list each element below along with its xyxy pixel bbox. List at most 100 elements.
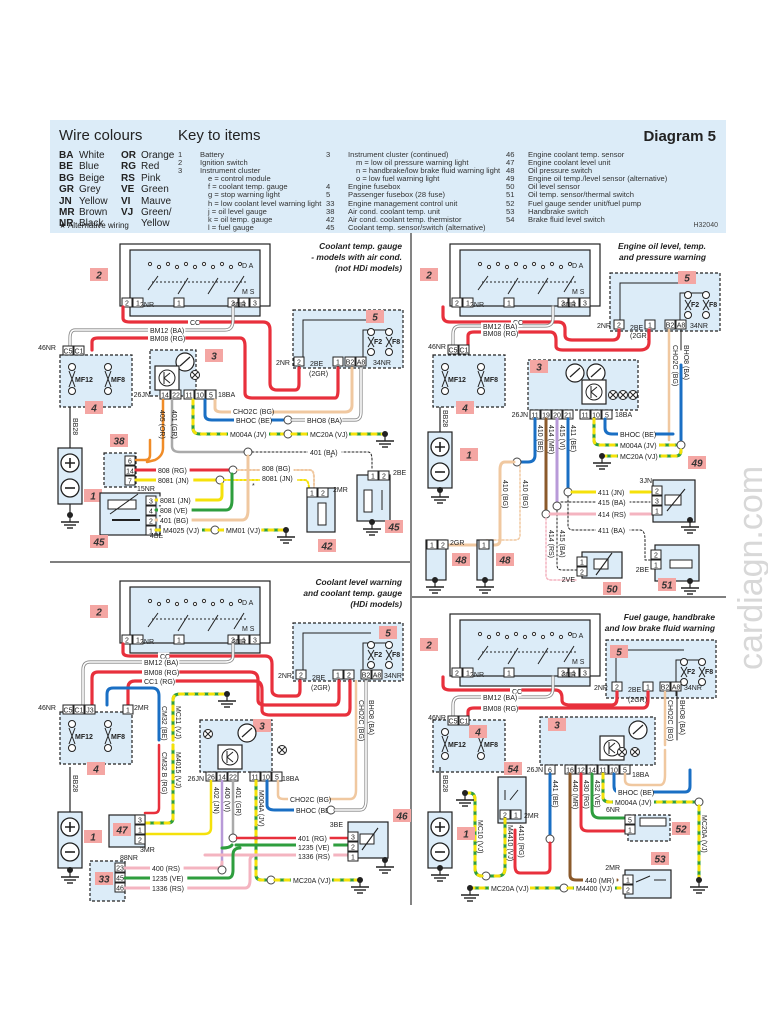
component-tag-background bbox=[85, 401, 103, 414]
key-item-text: Ignition switch bbox=[200, 158, 248, 168]
key-item-text: m = low oil pressure warning light bbox=[356, 158, 469, 168]
wire-junction bbox=[228, 465, 238, 475]
diagram-title: Diagram 5 bbox=[643, 128, 716, 145]
fuse-link-icon bbox=[698, 666, 706, 678]
connector-pin bbox=[73, 345, 85, 356]
connector-label: 2GR bbox=[450, 540, 464, 547]
key-item-number: 50 bbox=[506, 182, 515, 192]
panel-title: Fuel gauge, handbrake bbox=[624, 612, 716, 622]
fuse-icon bbox=[441, 363, 449, 371]
connector-label: 2NR bbox=[276, 360, 290, 367]
fuse-icon bbox=[68, 387, 76, 395]
key-to-items-title: Key to items bbox=[178, 127, 261, 144]
connector-pin-label: 3 bbox=[138, 818, 142, 825]
ignition-pin-label: 2 bbox=[231, 638, 235, 645]
connector-pin-label: A8 bbox=[373, 673, 382, 680]
resistor-icon bbox=[664, 494, 682, 506]
wire-colour-name: White bbox=[79, 150, 105, 161]
connector-pin bbox=[121, 297, 133, 308]
component-tag-background bbox=[460, 448, 478, 461]
wire-label: 411 (BA) bbox=[598, 528, 625, 535]
key-item: j = oil level gauge bbox=[178, 207, 321, 216]
connector-pin bbox=[451, 297, 463, 308]
switch-contact bbox=[549, 261, 555, 267]
connector-pin-label: C1 bbox=[460, 348, 469, 355]
connector-label: 2NR bbox=[470, 672, 484, 679]
switch-contact bbox=[477, 631, 483, 637]
switch-contact bbox=[495, 631, 501, 637]
wire-432VE bbox=[590, 772, 627, 820]
component-tag-background bbox=[393, 809, 411, 822]
connector-label: 2MR bbox=[333, 487, 348, 494]
connector-pin bbox=[194, 389, 206, 400]
connector-pin-label: 1 bbox=[310, 491, 314, 498]
connector-pin bbox=[447, 344, 459, 355]
label-background bbox=[142, 658, 180, 667]
connector-pin bbox=[568, 297, 580, 308]
wire-label-CHO2C: CHO2C (BG) bbox=[233, 409, 274, 416]
component-tag-background bbox=[496, 553, 514, 566]
wire-colour-code: BA bbox=[59, 150, 74, 161]
connector-label: 34NR bbox=[690, 323, 708, 330]
ignition-pin-label: 3 bbox=[253, 301, 257, 308]
label-background bbox=[294, 806, 332, 815]
switch-contact bbox=[540, 634, 546, 640]
wire-label: CHO2C (BG) bbox=[666, 700, 673, 741]
connector-pin-label: 1 bbox=[371, 474, 375, 481]
wire-label: 401 (RG) bbox=[298, 836, 327, 843]
ignition-pin-label: 1 bbox=[507, 301, 511, 308]
component-tag: 3 bbox=[536, 363, 542, 374]
connector-pin-label: 2 bbox=[351, 845, 355, 852]
connector-pin bbox=[664, 319, 676, 330]
fuse-label: F2 bbox=[374, 339, 382, 346]
plus-icon bbox=[435, 442, 445, 452]
connector-pin-label: 26 bbox=[207, 775, 215, 782]
component-tag: 3 bbox=[211, 352, 217, 363]
wire-colours-title: Wire colours bbox=[59, 127, 143, 144]
connector-pin bbox=[601, 409, 613, 420]
wire-label: M004A (JV) bbox=[615, 800, 652, 807]
panel-title: - models with air cond. bbox=[311, 252, 402, 262]
connector-pin-label: 2 bbox=[299, 673, 303, 680]
component-tag: 52 bbox=[675, 825, 687, 836]
key-item-text: Instrument cluster (continued) bbox=[348, 150, 449, 159]
connector-pin bbox=[670, 681, 682, 692]
component-tag-background bbox=[90, 268, 108, 281]
connector-pin bbox=[503, 297, 515, 308]
wire-CC-2 bbox=[121, 642, 302, 698]
fuse-link-icon bbox=[104, 727, 112, 745]
component-tag: 1 bbox=[90, 492, 96, 503]
wire-label: 415 (BA) bbox=[558, 530, 565, 558]
switch-contact bbox=[513, 261, 519, 267]
connector-pin bbox=[249, 634, 261, 645]
connector-pin bbox=[451, 667, 463, 678]
connector-pin bbox=[651, 485, 663, 496]
key-item-text: l = fuel gauge bbox=[208, 222, 254, 232]
ignition-pin-label: 2 bbox=[455, 301, 459, 308]
wire-colour-code: OR bbox=[121, 150, 136, 161]
connector-pin-label: 2 bbox=[297, 360, 301, 367]
wire-colour-name: Black bbox=[79, 218, 104, 230]
key-item-text: o = low fuel warning light bbox=[356, 174, 440, 184]
connector-pin bbox=[159, 389, 171, 400]
connector-pin-label: B2 bbox=[362, 673, 371, 680]
key-item: f = coolant temp. gauge bbox=[178, 183, 321, 191]
connector-pin-label: C5 bbox=[449, 348, 458, 355]
component-tag: 38 bbox=[113, 437, 125, 448]
connector-label: 2NR bbox=[597, 323, 611, 330]
fuse-icon bbox=[441, 387, 449, 395]
component-tag-background bbox=[84, 830, 102, 843]
connector-pin-label: 6 bbox=[548, 768, 552, 775]
resistor-icon bbox=[639, 817, 667, 827]
wire-label: 1336 (RS) bbox=[298, 854, 330, 861]
fuse-icon bbox=[367, 641, 375, 649]
connector-pin-label: 2 bbox=[321, 491, 325, 498]
switch-contact bbox=[237, 261, 243, 267]
connector-pin bbox=[371, 669, 383, 680]
